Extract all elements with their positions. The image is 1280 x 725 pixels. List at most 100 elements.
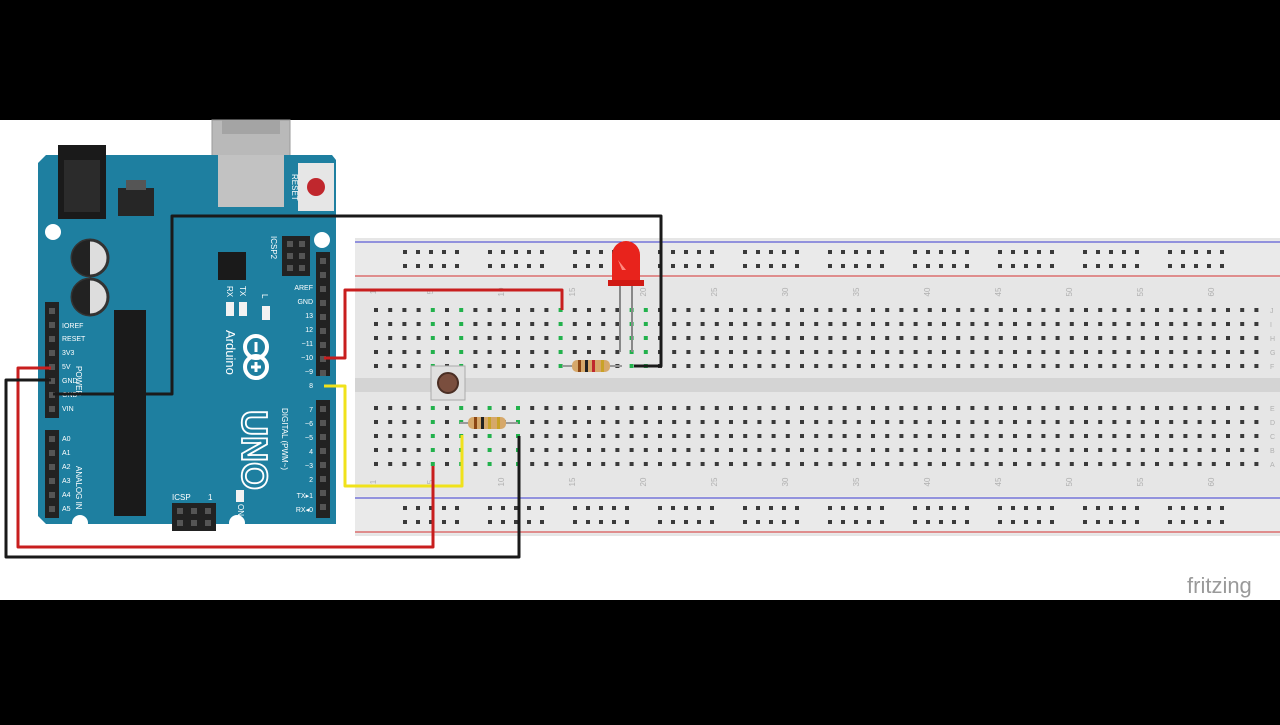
breadboard-hole (1013, 336, 1017, 340)
breadboard-hole (587, 336, 591, 340)
breadboard-hole (942, 364, 946, 368)
breadboard-hole (984, 462, 989, 466)
rail-hole (828, 264, 832, 268)
breadboard-hole (658, 434, 662, 438)
breadboard-hole (572, 448, 577, 452)
breadboard-hole (388, 336, 393, 340)
breadboard-hole (629, 364, 634, 368)
breadboard-hole (1084, 336, 1088, 340)
rail-hole (1050, 250, 1054, 254)
breadboard-hole (1140, 462, 1145, 466)
rail-hole (684, 520, 688, 524)
breadboard-hole (828, 350, 833, 354)
breadboard-hole (1140, 420, 1145, 424)
rail-hole (625, 506, 629, 510)
breadboard-hole (757, 434, 762, 438)
wires (4, 214, 663, 559)
pin-label-10: ~10 (301, 355, 313, 362)
header-pin (320, 356, 326, 362)
breadboard-hole (1211, 406, 1216, 410)
breadboard-hole (1055, 308, 1060, 312)
breadboard-hole (814, 364, 819, 368)
breadboard-hole (1126, 406, 1131, 410)
breadboard-hole (1155, 448, 1159, 452)
rail-hole (926, 506, 930, 510)
breadboard-hole (572, 406, 577, 410)
reset-button[interactable] (307, 178, 325, 196)
breadboard-hole (1027, 308, 1032, 312)
breadboard-hole (1140, 336, 1145, 340)
breadboard-hole (1183, 462, 1188, 466)
arduino-uno: RESET ICSP2 L TX RX Arduino UNO ON ICSP … (38, 119, 336, 531)
breadboard-hole (800, 350, 804, 354)
breadboard-hole (686, 434, 691, 438)
breadboard-hole (700, 462, 705, 466)
rail-hole (1168, 250, 1172, 254)
rail-hole (1135, 250, 1139, 254)
digital-header-bottom[interactable] (316, 400, 330, 518)
icsp-header[interactable] (172, 503, 216, 531)
column-number: 25 (710, 477, 719, 486)
breadboard-hole (501, 434, 506, 438)
header-pin (320, 462, 326, 468)
breadboard-hole (658, 406, 662, 410)
rail-hole (880, 520, 884, 524)
rail-hole (455, 520, 459, 524)
breadboard-hole (885, 350, 890, 354)
rail-hole (965, 264, 969, 268)
breadboard-hole (714, 336, 719, 340)
usb-body (218, 155, 284, 207)
breadboard-hole (729, 420, 733, 424)
header-pin (320, 258, 326, 264)
breadboard-hole (1254, 322, 1259, 326)
breadboard-hole (459, 308, 464, 312)
rail-hole (540, 264, 544, 268)
icsp2-header[interactable] (282, 236, 310, 276)
breadboard-hole (558, 322, 563, 326)
breadboard-hole (1027, 364, 1032, 368)
rail-hole (854, 506, 858, 510)
breadboard-hole (1240, 336, 1245, 340)
breadboard-hole (615, 350, 620, 354)
icsp-pin (205, 520, 211, 526)
rail-hole (573, 520, 577, 524)
rail-hole (854, 264, 858, 268)
rail-hole (1024, 506, 1028, 510)
breadboard-hole (1041, 350, 1046, 354)
rail-hole (1109, 264, 1113, 268)
header-pin (320, 504, 326, 510)
breadboard-hole (927, 322, 932, 326)
breadboard-hole (629, 406, 634, 410)
breadboard-hole (601, 462, 606, 466)
rail-hole (1011, 250, 1015, 254)
breadboard-hole (558, 420, 563, 424)
row-letter: G (1270, 350, 1275, 357)
breadboard-hole (587, 434, 591, 438)
breadboard-hole (374, 308, 378, 312)
breadboard-hole (700, 364, 705, 368)
rail-hole (1037, 264, 1041, 268)
breadboard-hole (942, 322, 946, 326)
breadboard-hole (445, 462, 449, 466)
breadboard-hole (544, 434, 549, 438)
breadboard-hole (714, 308, 719, 312)
breadboard-hole (714, 322, 719, 326)
rail-hole (1083, 264, 1087, 268)
reset-label: RESET (290, 174, 299, 201)
breadboard-hole (984, 322, 989, 326)
rail-hole (913, 506, 917, 510)
breadboard-hole (842, 308, 847, 312)
breadboard-hole (984, 308, 989, 312)
analog-header[interactable] (45, 430, 59, 518)
breadboard-hole (856, 308, 861, 312)
breadboard-hole (402, 420, 407, 424)
breadboard-hole (885, 448, 890, 452)
rail-hole (952, 506, 956, 510)
power-header[interactable] (45, 302, 59, 418)
breadboard-hole (1169, 406, 1174, 410)
pushbutton[interactable] (430, 365, 466, 401)
breadboard-hole (643, 448, 648, 452)
rail-hole (599, 520, 603, 524)
breadboard-hole (956, 336, 961, 340)
